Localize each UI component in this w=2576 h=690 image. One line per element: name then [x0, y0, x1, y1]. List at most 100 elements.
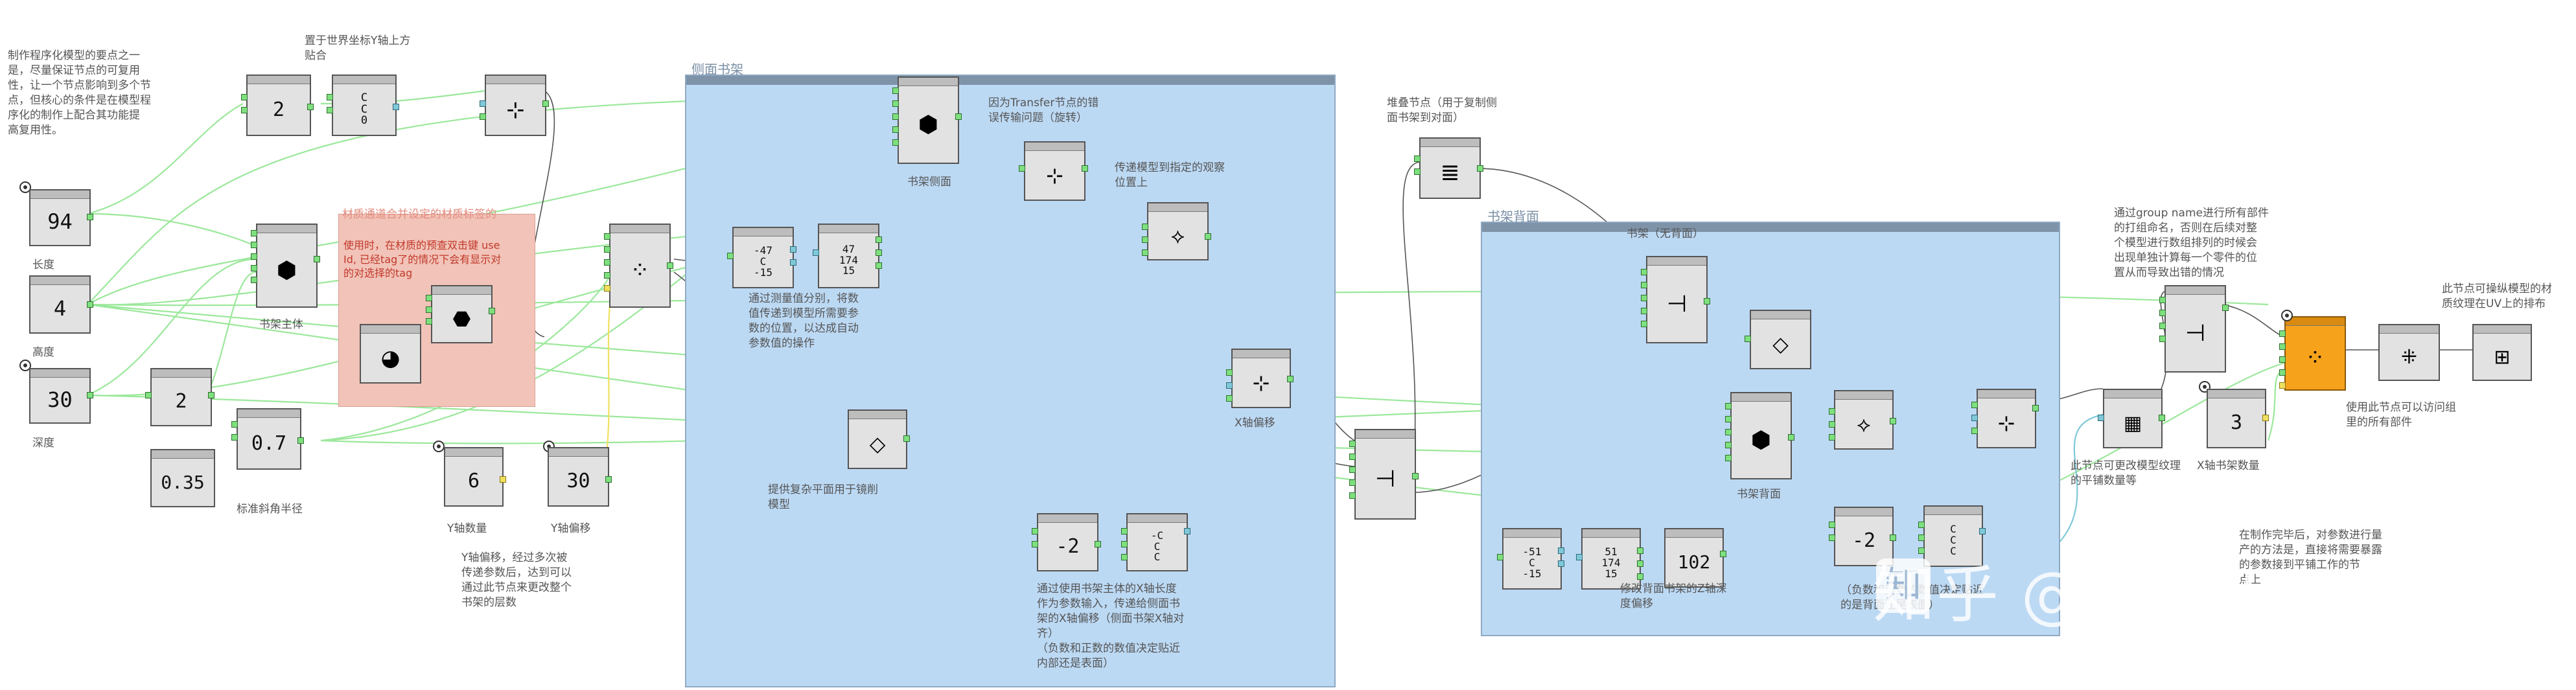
integer-node[interactable]: 2: [150, 368, 212, 426]
back-transform-node[interactable]: ⊹: [1977, 389, 2036, 448]
wire: [87, 213, 257, 247]
plane-node[interactable]: ◇: [848, 409, 907, 469]
no-back-label: 书架（无背面）: [1627, 227, 1704, 240]
plane-note: 提供复杂平面用于镜削 模型: [768, 483, 878, 511]
wire: [2222, 304, 2285, 338]
shelf-body-label: 书架主体: [259, 318, 303, 331]
param-knob-icon[interactable]: [2281, 310, 2293, 321]
group-op-note: 通过测量值分别，将数 值传递到模型所需要参 数的位置，以达成自动 参数值的操作: [748, 292, 859, 350]
x-count-node[interactable]: 3: [2207, 389, 2266, 448]
negative-value-node[interactable]: -2: [1037, 513, 1098, 571]
y-count-label: Y轴数量: [447, 522, 487, 535]
transform-node[interactable]: ⊹: [485, 75, 546, 136]
back-mirror-node[interactable]: ⟡: [1834, 390, 1894, 450]
grid-dots-icon: ⁘: [630, 257, 650, 284]
group-name-note: 通过group name进行所有部件 的打组命名，否则在后续对整 个模型进行数组…: [2114, 207, 2269, 279]
back-vector-node[interactable]: C C C: [1923, 505, 1983, 567]
bottom-note: 通过使用书架主体的X轴长度 作为参数输入，传递给侧面书 架的X轴偏移（侧面书架X…: [1037, 582, 1185, 670]
stack-node[interactable]: ≣: [1419, 137, 1481, 199]
frame-header: [1482, 223, 2059, 232]
merge-node[interactable]: ⊣: [1354, 429, 1416, 520]
depth-label: 深度: [32, 437, 54, 450]
wire: [2267, 368, 2285, 441]
tag-icon: ◕: [380, 345, 400, 371]
merge-icon: ⊣: [1666, 291, 1688, 317]
depth-param-node[interactable]: 30: [29, 368, 91, 424]
cube-icon: ⬢: [918, 111, 939, 138]
param-knob-icon[interactable]: [19, 181, 31, 193]
bounds-node[interactable]: 47 174 15: [818, 224, 879, 288]
combine-node[interactable]: ⊣: [1646, 256, 1708, 343]
merge-icon: ⊣: [2185, 320, 2206, 347]
material-node[interactable]: ⬣: [431, 285, 493, 343]
vector-compose-node[interactable]: -C C C: [1126, 513, 1188, 571]
measure-node[interactable]: -47 C -15: [732, 227, 794, 288]
wire: [203, 271, 257, 402]
intro-note: 制作程序化模型的要点之一 是，尽量保证节点的可复用 性，让一个节点影响到多个节 …: [8, 49, 151, 137]
material-tag-title: 材质通道合并设定的材质标签的: [342, 208, 496, 221]
uv-map-node[interactable]: ⊞: [2472, 324, 2532, 381]
transfer-fix-note: 因为Transfer节点的错 误传输问题（旋转）: [988, 97, 1099, 124]
y-offset-node[interactable]: 30: [548, 447, 609, 507]
transfer-to-note: 传递模型到指定的观察 位置上: [1115, 161, 1225, 189]
texture-node[interactable]: ▦: [2103, 389, 2163, 448]
diamond-icon: ◇: [869, 431, 886, 456]
vector-node[interactable]: C C 0: [332, 75, 397, 136]
output-group-node[interactable]: ⁘: [2284, 316, 2346, 391]
scatter-node[interactable]: ⁜: [2378, 324, 2440, 381]
integer-node[interactable]: 2: [246, 75, 311, 136]
wire: [87, 103, 244, 215]
side-shelf-frame[interactable]: 侧面书架: [685, 62, 1336, 687]
cube-icon: ⬢: [276, 257, 297, 284]
y-count-node[interactable]: 6: [444, 447, 504, 507]
wire: [1402, 161, 1420, 480]
place-top-note: 置于世界坐标Y轴上方 贴合: [305, 34, 411, 62]
frame-title: 侧面书架: [691, 62, 743, 77]
material-tag-note: 使用时，在材质的预查双击键 use Id, 已经tag了的情况下会有显示对 的对…: [343, 239, 502, 280]
wire: [87, 96, 901, 305]
back-depth-node[interactable]: 102: [1664, 528, 1724, 588]
cube-icon: ⬢: [1750, 427, 1772, 454]
end-note: 在制作完毕后，对参数进行量 产的方法是，直接将需要暴露 的参数接到平铺工作的节 …: [2239, 529, 2382, 586]
mirror-icon: ⟡: [1170, 223, 1185, 248]
back-panel-node[interactable]: ⬢: [1730, 392, 1792, 479]
merge-icon: ⊣: [1375, 465, 1396, 492]
depth-value: 30: [47, 387, 73, 413]
param-knob-icon[interactable]: [433, 441, 445, 452]
back-plane-node[interactable]: ◇: [1750, 310, 1811, 369]
array-node[interactable]: ⁘: [609, 224, 671, 308]
param-knob-icon[interactable]: [19, 360, 31, 371]
bevel-node[interactable]: 0.35: [150, 449, 215, 507]
transfer-node[interactable]: ⊹: [1024, 141, 1085, 201]
diamond-icon: ◇: [1772, 332, 1789, 356]
x-offset-transform-node[interactable]: ⊹: [1231, 349, 1291, 408]
length-label: 长度: [32, 259, 54, 271]
mirror-icon: ⟡: [1857, 411, 1871, 437]
width-param-node[interactable]: 4: [29, 275, 91, 334]
length-param-node[interactable]: 94: [29, 189, 91, 246]
back-bounds-node[interactable]: 51 174 15: [1581, 528, 1641, 590]
group-merge-node[interactable]: ⊣: [2164, 285, 2226, 373]
length-value: 94: [47, 209, 73, 235]
texture-icon: ▦: [2123, 411, 2142, 435]
materials-icon: ⬣: [452, 306, 471, 331]
mirror-node[interactable]: ⟡: [1147, 202, 1209, 260]
map-note: 此节点可操纵模型的材 质纹理在UV上的排布: [2442, 282, 2552, 310]
move-icon: ⊹: [1046, 163, 1063, 188]
group-use-note: 使用此节点可以访问组 里的所有部件: [2346, 401, 2456, 429]
stack-icon: ≣: [1440, 159, 1460, 186]
back-panel-label: 书架背面: [1737, 488, 1781, 501]
frame-title: 书架背面: [1487, 209, 1539, 224]
uv-icon: ⊞: [2494, 345, 2511, 369]
y-offset-label: Y轴偏移: [551, 522, 591, 535]
zhihu-logo: 知: [1876, 558, 1931, 613]
move-icon: ⊹: [1997, 411, 2015, 435]
bevel-label: 标准斜角半径: [237, 503, 303, 516]
tag-node[interactable]: ◕: [360, 324, 421, 384]
frame-header: [686, 76, 1334, 85]
back-measure-node[interactable]: -51 C -15: [1502, 528, 1562, 590]
float-node[interactable]: 0.7: [237, 408, 301, 470]
side-panel-node[interactable]: ⬢: [898, 76, 959, 164]
shelf-body-node[interactable]: ⬢: [256, 224, 318, 308]
